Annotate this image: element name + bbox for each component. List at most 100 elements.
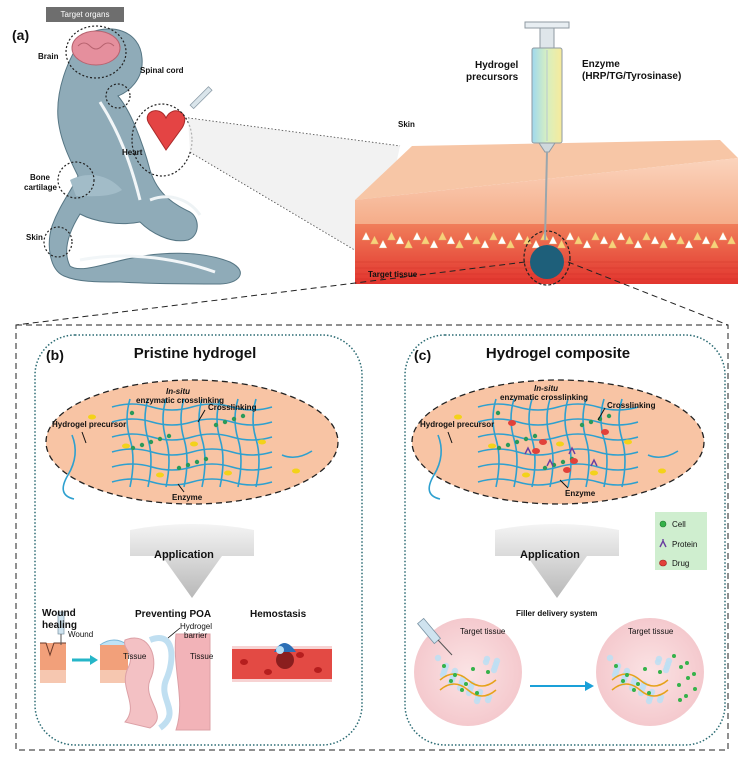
crosslink-node	[176, 465, 182, 471]
enzyme-molecule	[488, 443, 496, 449]
fat-cells-layer	[361, 231, 736, 249]
filler-bead	[662, 666, 670, 674]
panel-b-hydrogel-precursor: Hydrogel precursor	[52, 420, 127, 429]
cell-dot	[460, 688, 464, 692]
protein-particle	[546, 458, 554, 467]
released-cell	[679, 665, 683, 669]
released-cell	[677, 683, 681, 687]
fat-cell	[608, 239, 617, 249]
fat-cell	[599, 235, 609, 245]
panel-b-in-situ: In-situ	[166, 387, 190, 396]
hydrogel-fiber	[111, 403, 273, 411]
preventing-poa-title: Preventing POA	[135, 609, 212, 620]
crosslink-node	[231, 416, 237, 422]
panel-b-mesh	[62, 398, 313, 500]
cell-dot	[658, 670, 662, 674]
hydrogel-fiber	[477, 448, 639, 456]
hydrogel-fiber	[111, 448, 273, 456]
hydrogel-fiber	[546, 398, 554, 488]
free-precursor	[647, 450, 679, 459]
crosslink-node	[157, 436, 163, 442]
filler-left	[434, 654, 501, 705]
released-cell	[685, 661, 689, 665]
released-cell	[672, 654, 676, 658]
crosslink-node	[505, 442, 511, 448]
target-tissue-right-label: Target tissue	[628, 627, 674, 636]
panel-b-box	[34, 334, 363, 746]
filler-bead	[656, 696, 664, 704]
cell-dot	[636, 682, 640, 686]
enzyme-molecule	[522, 472, 530, 478]
cell-dot	[471, 667, 475, 671]
cell-dot	[453, 673, 457, 677]
delivery-arrow	[530, 681, 594, 691]
cell-dot	[442, 664, 446, 668]
enzyme-label-1: Enzyme	[582, 59, 620, 70]
crosslink-node	[514, 439, 520, 445]
target-tissue-blob	[530, 245, 564, 279]
panel-c-letter: (c)	[414, 347, 432, 363]
crosslink-node	[496, 445, 502, 451]
cell-dot	[486, 670, 490, 674]
fat-cell	[463, 231, 473, 241]
fat-cell	[574, 235, 583, 245]
fat-cell	[506, 239, 515, 249]
tissue-right-label: Tissue	[190, 652, 214, 661]
enzyme-molecule	[122, 443, 130, 449]
fat-cell	[710, 239, 719, 249]
cell-dot	[449, 679, 453, 683]
hemostasis-illustration	[232, 643, 332, 682]
legend-cell-label: Cell	[672, 520, 686, 529]
enzyme-molecule	[88, 414, 96, 420]
crosslink-node	[579, 422, 585, 428]
big-syringe	[524, 21, 570, 241]
fat-cell	[421, 235, 430, 245]
cell-dot	[647, 691, 651, 695]
fat-cell	[659, 239, 668, 249]
enzyme-molecule	[454, 414, 462, 420]
released-cell	[693, 687, 697, 691]
drug-particle	[563, 467, 571, 473]
fat-cell	[582, 239, 592, 249]
drug-particle	[601, 429, 609, 435]
released-cell	[678, 698, 682, 702]
hydrogel-fiber	[144, 398, 152, 488]
enzyme-molecule	[556, 441, 564, 447]
released-cell	[684, 694, 688, 698]
zoom-frame	[15, 324, 729, 751]
filler-bead	[606, 654, 614, 662]
fat-cell	[429, 239, 439, 249]
cell-legend-icon	[659, 520, 667, 528]
fat-cell	[472, 235, 481, 245]
crosslink-node	[213, 422, 219, 428]
fat-cell	[727, 235, 736, 245]
fat-cell	[625, 235, 634, 245]
hemostasis-title: Hemostasis	[250, 609, 307, 620]
free-precursor	[428, 434, 442, 500]
wound-healing-illustration	[40, 611, 129, 683]
panel-c-crosslinking: Crosslinking	[607, 401, 656, 410]
crosslink-node	[532, 433, 538, 439]
hydrogel-fiber	[477, 478, 639, 486]
crosslink-node	[495, 410, 501, 416]
drug-legend-icon	[659, 559, 667, 567]
hydrogel-precursors-label-1: Hydrogel	[475, 60, 519, 71]
hydrogel-fiber	[126, 398, 134, 488]
fat-cell	[446, 235, 456, 245]
hydrogel-fiber	[477, 463, 639, 471]
fat-cell	[404, 239, 413, 249]
fat-cell	[395, 235, 405, 245]
brain-label: Brain	[38, 52, 59, 61]
enzyme-molecule	[224, 470, 232, 476]
drug-particle	[539, 439, 547, 445]
fat-cell	[480, 239, 490, 249]
tissue-left-label: Tissue	[123, 652, 147, 661]
filler-fiber	[611, 683, 669, 697]
crosslink-node	[203, 456, 209, 462]
crosslink-node	[166, 433, 172, 439]
crosslink-node	[194, 459, 200, 465]
enzyme-molecule	[156, 472, 164, 478]
fat-cell	[557, 239, 566, 249]
